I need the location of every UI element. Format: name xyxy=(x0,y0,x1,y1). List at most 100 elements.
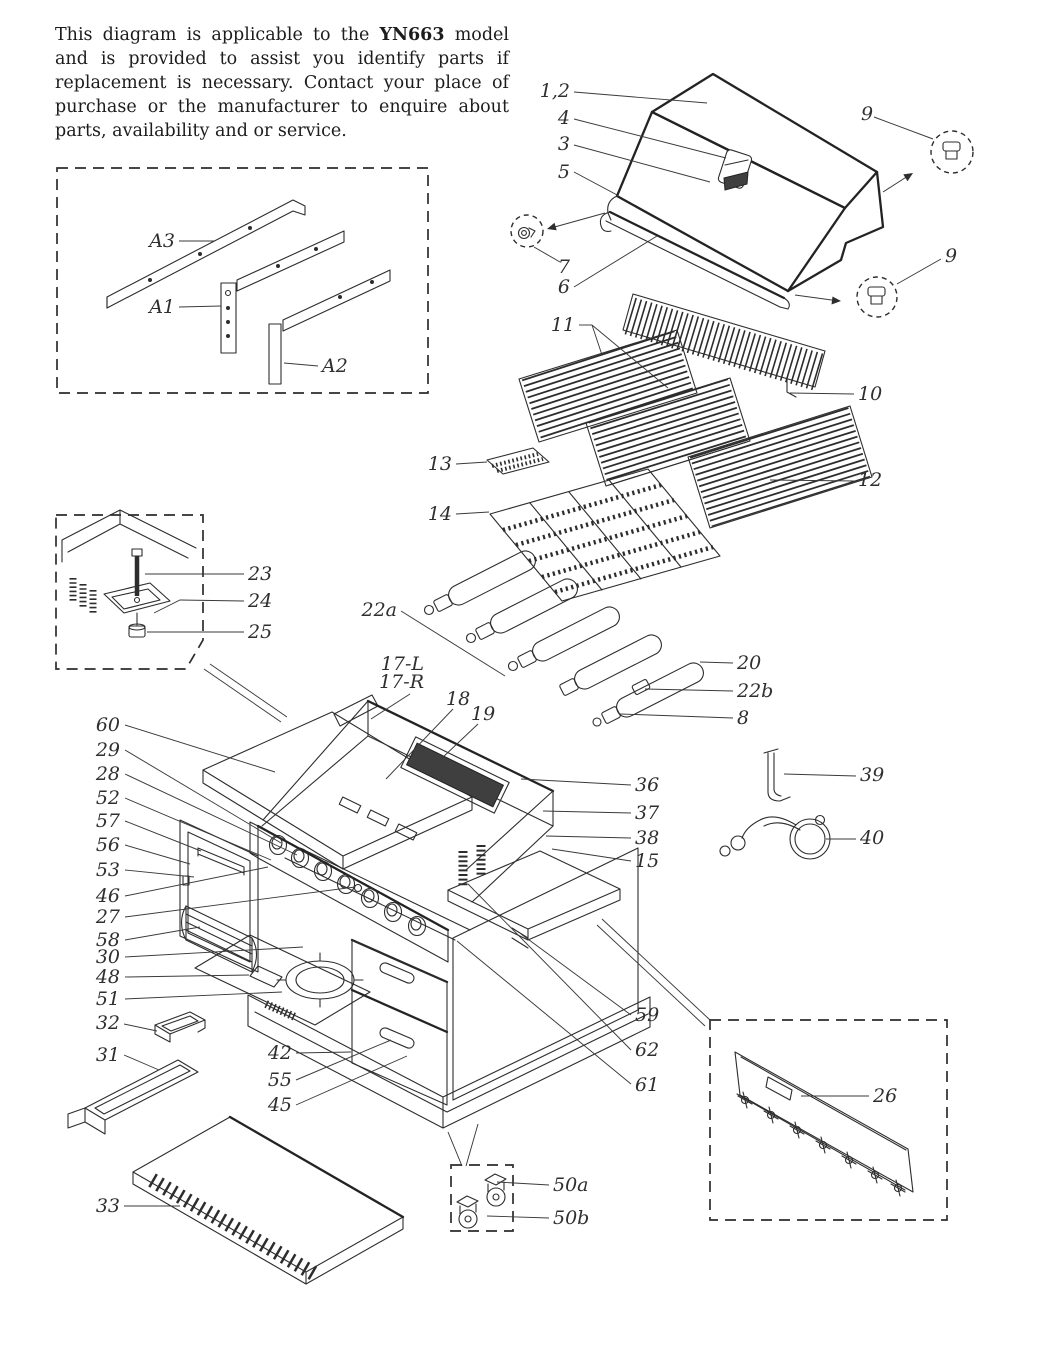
callout-17r: 17-R xyxy=(379,671,424,693)
burner-2 xyxy=(465,578,578,644)
leveling-bracket xyxy=(103,582,171,614)
callout-5: 5 xyxy=(558,161,570,183)
leveling-bolt xyxy=(131,548,143,596)
callout-57: 57 xyxy=(96,810,121,832)
cooking-grate-middle xyxy=(585,377,751,487)
model-number: YN663 xyxy=(379,25,445,45)
burner-3 xyxy=(507,606,620,672)
callout-50b: 50b xyxy=(553,1207,589,1229)
callout-55: 55 xyxy=(268,1069,292,1091)
bumper-top-right xyxy=(930,130,974,174)
intro-before: This diagram is applicable to the xyxy=(55,25,380,45)
callout-37: 37 xyxy=(635,802,660,824)
callout-22a: 22a xyxy=(360,599,397,621)
hood-top-face xyxy=(650,72,879,210)
hood-thermometer xyxy=(717,149,753,191)
right-side-panel xyxy=(452,845,639,1101)
heat-plate-array xyxy=(489,468,721,602)
callout-4: 4 xyxy=(557,107,570,129)
rail-a3 xyxy=(106,199,306,309)
callout-61: 61 xyxy=(635,1074,659,1096)
callout-9-side: 9 xyxy=(945,245,957,267)
callout-10: 10 xyxy=(858,383,882,405)
callout-1-2: 1,2 xyxy=(540,80,570,102)
leveling-pad xyxy=(128,612,146,638)
callout-a3: A3 xyxy=(147,230,175,252)
heat-plates: 13 14 xyxy=(428,447,721,602)
drawer-handle-bottom xyxy=(379,1027,415,1049)
callout-24: 24 xyxy=(247,590,272,612)
callout-31: 31 xyxy=(96,1044,120,1066)
hood-assembly: 1,2 4 3 5 7 6 9 9 xyxy=(510,72,974,318)
left-cabinet-door xyxy=(179,819,259,973)
callout-51: 51 xyxy=(96,988,120,1010)
warming-rack: 10 xyxy=(622,293,882,405)
callout-26: 26 xyxy=(872,1085,897,1107)
intro-text: This diagram is applicable to the YN663 … xyxy=(55,24,509,144)
manifold-assembly xyxy=(734,1051,914,1197)
callout-11: 11 xyxy=(551,314,575,336)
callout-25: 25 xyxy=(247,621,272,643)
burner-1 xyxy=(423,550,536,616)
callout-15: 15 xyxy=(635,850,659,872)
grease-tray-31 xyxy=(67,1059,199,1135)
callout-59: 59 xyxy=(635,1004,659,1026)
callout-60: 60 xyxy=(96,714,120,736)
cart-body: 36 37 38 15 17-L 17-R 18 19 60 29 28 52 xyxy=(95,653,711,1167)
callout-14: 14 xyxy=(428,503,452,525)
callout-53: 53 xyxy=(96,859,120,881)
hood-side-face xyxy=(786,170,885,293)
control-knobs xyxy=(268,834,427,937)
cooking-grate-right xyxy=(687,405,873,529)
igniter-button xyxy=(353,883,363,893)
callout-30: 30 xyxy=(96,946,120,968)
drawer-handle-top xyxy=(379,962,415,984)
callout-36: 36 xyxy=(635,774,659,796)
callout-42: 42 xyxy=(267,1042,292,1064)
callout-27: 27 xyxy=(95,906,121,928)
small-heat-plate xyxy=(486,447,550,475)
callout-6: 6 xyxy=(558,276,570,298)
side-burner xyxy=(194,934,371,1026)
callout-32: 32 xyxy=(96,1012,120,1034)
callout-58: 58 xyxy=(96,929,120,951)
base-frame xyxy=(247,994,651,1129)
hood-handle xyxy=(599,210,790,310)
callout-9-top: 9 xyxy=(861,103,873,125)
callout-19: 19 xyxy=(471,703,495,725)
hood-bolt xyxy=(510,214,544,248)
bottom-left-parts: 32 31 33 xyxy=(67,1011,405,1285)
callout-13: 13 xyxy=(428,453,452,475)
callout-48: 48 xyxy=(95,966,120,988)
bracket-32 xyxy=(154,1011,206,1043)
hose-bracket: 39 xyxy=(763,748,884,802)
callout-7: 7 xyxy=(558,256,571,278)
callout-39: 39 xyxy=(860,764,884,786)
callout-12: 12 xyxy=(858,469,882,491)
right-side-shelf xyxy=(447,850,621,949)
rail-a2 xyxy=(268,269,391,385)
inset-manifold: 26 xyxy=(709,1019,948,1221)
callout-29: 29 xyxy=(95,739,120,761)
callout-20: 20 xyxy=(736,652,761,674)
bumper-right xyxy=(856,276,898,318)
burner-5 xyxy=(592,662,704,727)
callout-3: 3 xyxy=(558,133,570,155)
callout-8: 8 xyxy=(737,707,749,729)
cooking-grate-left xyxy=(518,329,698,443)
callout-22b: 22b xyxy=(736,680,773,702)
firebox xyxy=(261,699,555,941)
inset-leveling-foot: 23 24 25 xyxy=(55,509,272,670)
callout-a1: A1 xyxy=(147,296,175,318)
rail-a1 xyxy=(220,230,345,354)
hose-and-regulator: 40 xyxy=(719,814,884,860)
inset-casters: 50a 50b xyxy=(450,1164,589,1232)
burner-tubes: 22a 20 22b 8 xyxy=(360,550,773,729)
bottom-shelf-33 xyxy=(132,1115,405,1285)
inset-side-rails: A3 A1 A2 xyxy=(56,167,429,394)
callout-62: 62 xyxy=(635,1039,659,1061)
callout-40: 40 xyxy=(859,827,884,849)
callout-a2: A2 xyxy=(320,355,348,377)
